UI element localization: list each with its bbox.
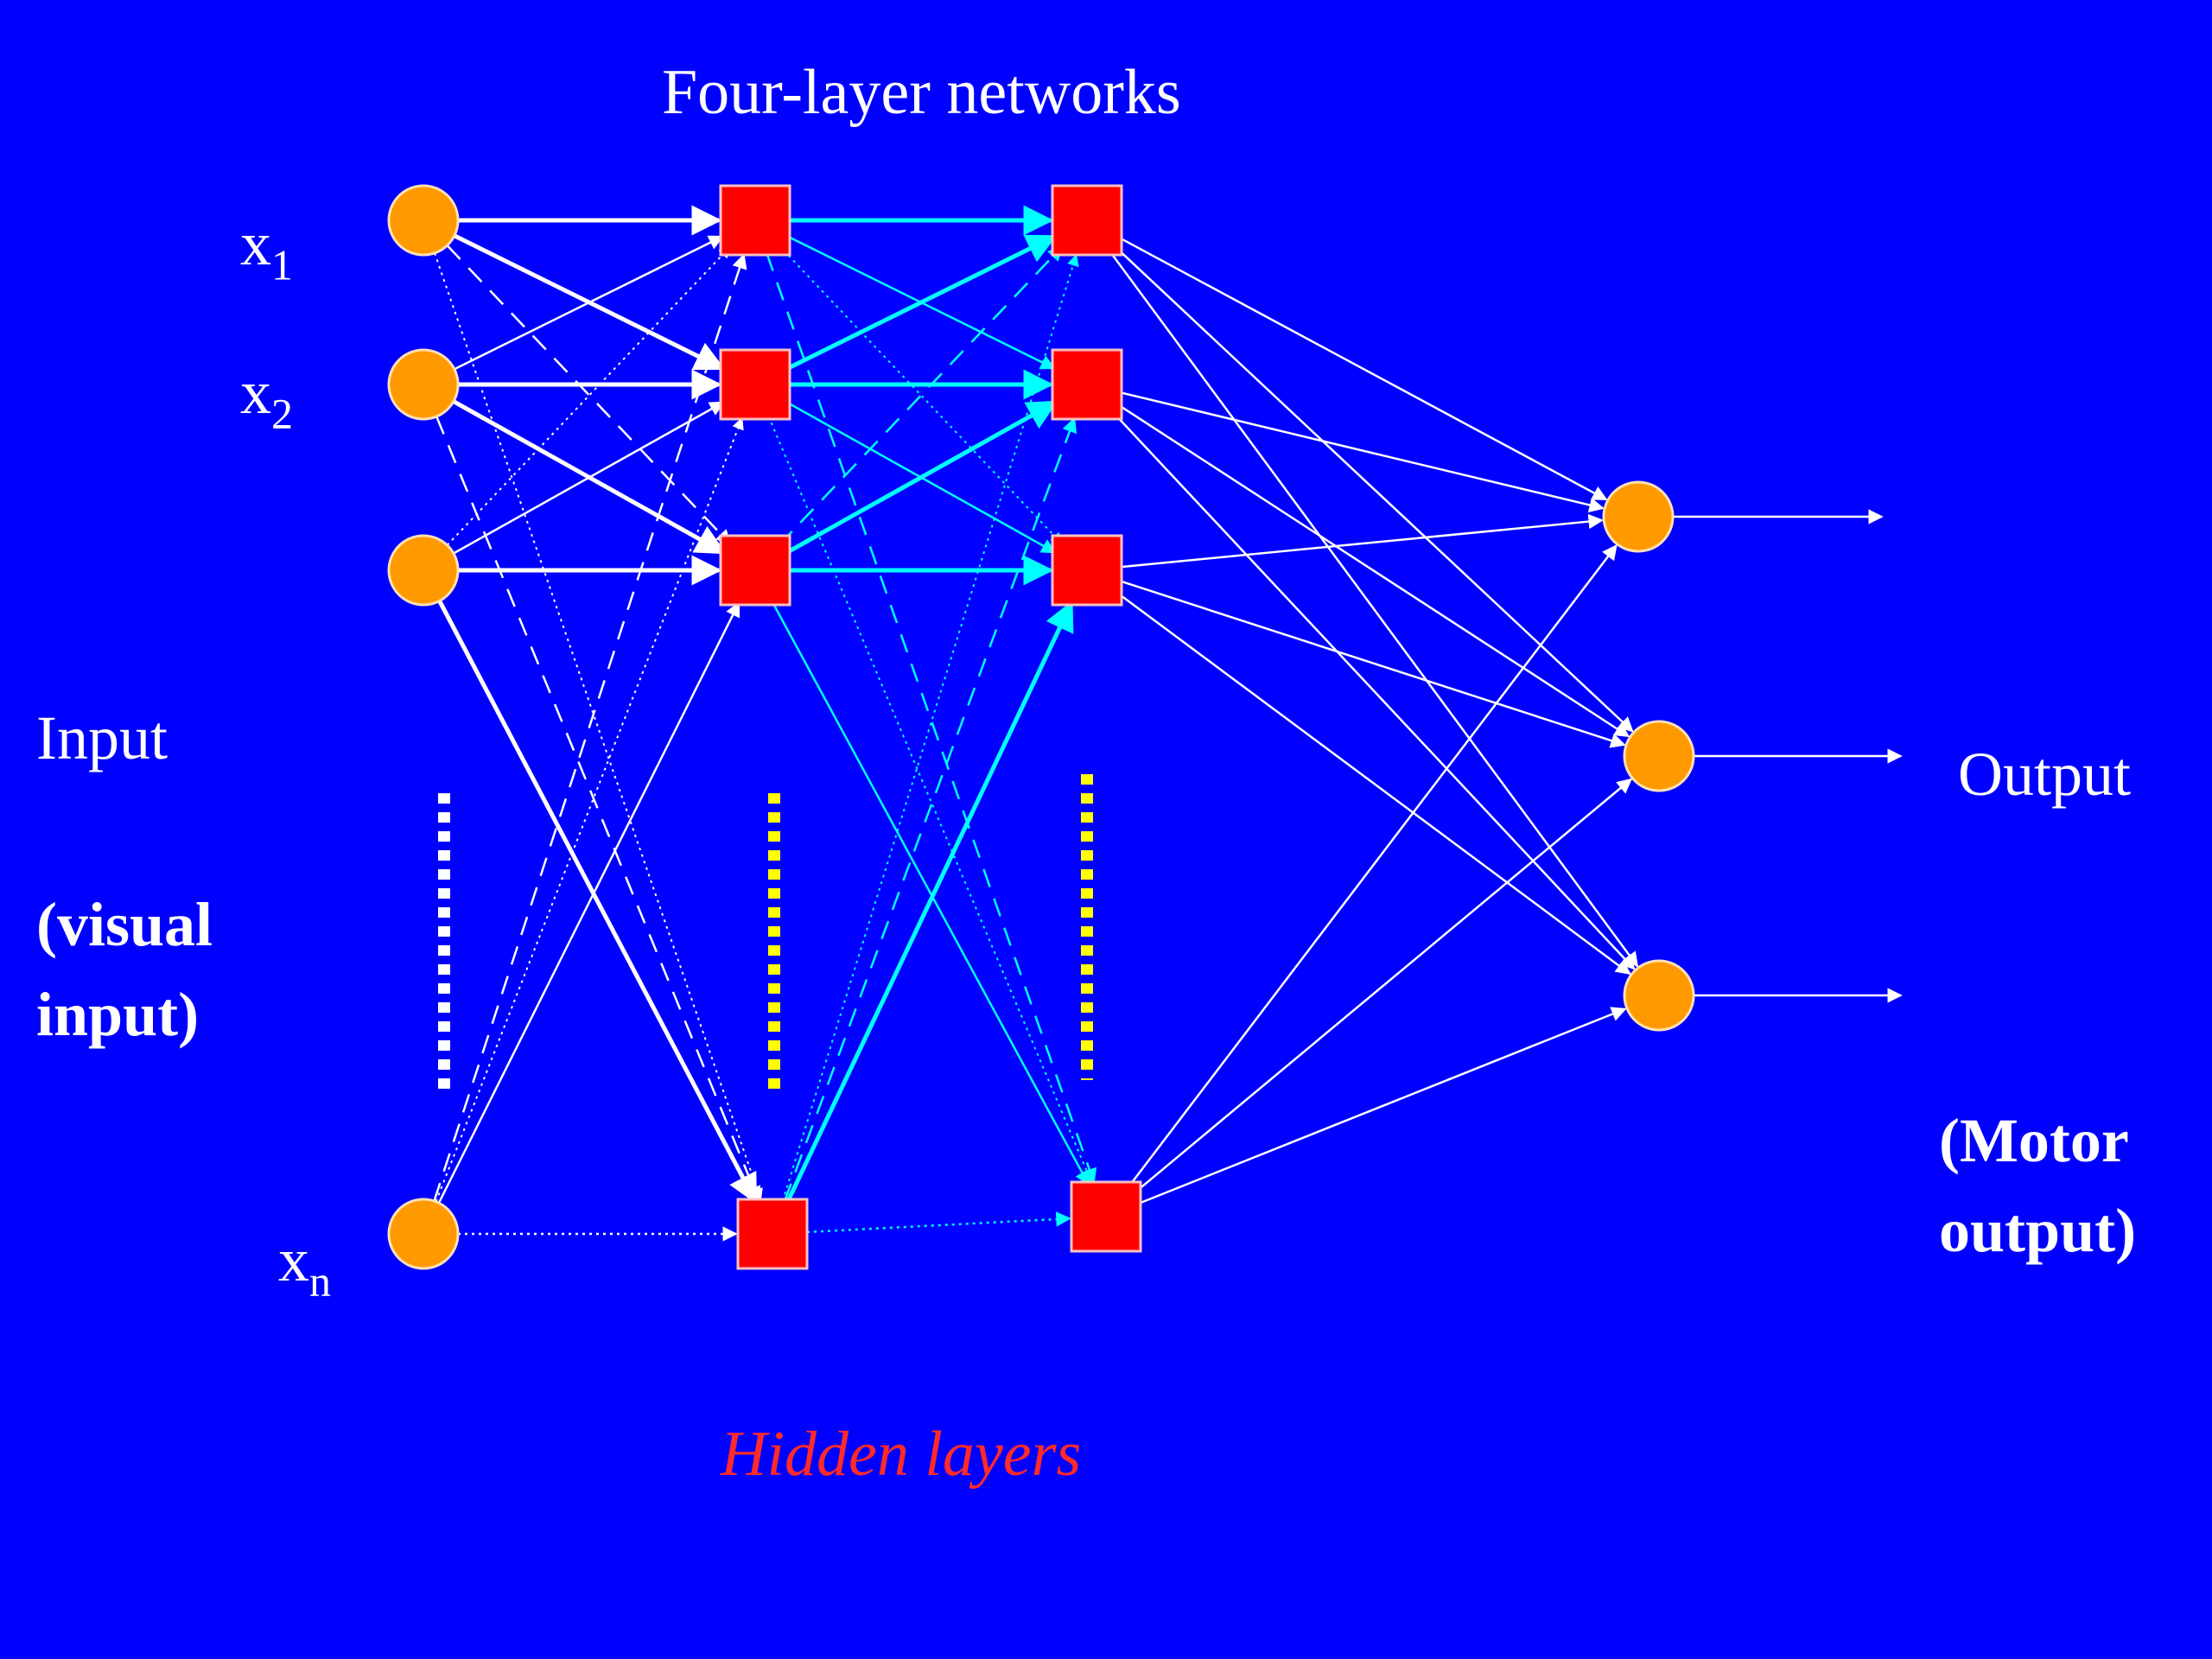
edge-input-3-hidden1-4 <box>437 600 758 1205</box>
edges-hidden2-to-output <box>1106 235 1639 1205</box>
edge-hidden2-3-output-1 <box>1121 513 1604 569</box>
edge-input-2-hidden1-1 <box>454 235 724 371</box>
hidden-layers-label: Hidden layers <box>721 1419 1082 1490</box>
edge-hidden1-2-hidden2-1 <box>785 234 1058 372</box>
input-label-x1: x1 <box>240 209 293 289</box>
edges-hidden1-to-hidden2 <box>766 205 1097 1234</box>
output-node-3 <box>1623 959 1695 1032</box>
hidden2-node-1 <box>1051 184 1123 257</box>
edges-input-to-hidden1 <box>433 205 763 1242</box>
hidden1-node-3 <box>719 534 791 607</box>
edge-hidden2-4-output-3 <box>1137 1007 1627 1205</box>
edge-input-1-hidden1-3 <box>446 245 732 545</box>
edge-hidden2-2-output-3 <box>1109 409 1636 970</box>
edge-hidden2-2-output-1 <box>1120 391 1605 513</box>
input-node-1 <box>387 184 460 257</box>
edge-hidden2-4-output-1 <box>1126 544 1618 1190</box>
output-node-2 <box>1623 720 1695 792</box>
input-node-3 <box>387 534 460 607</box>
input-node-4 <box>387 1198 460 1270</box>
input-label-x2: x2 <box>240 358 293 438</box>
hidden2-node-3 <box>1051 534 1123 607</box>
edge-input-4-hidden1-2 <box>435 416 744 1203</box>
output-arrows <box>1673 509 1903 1003</box>
hidden1-node-1 <box>719 184 791 257</box>
edge-hidden1-3-hidden2-2 <box>784 400 1058 556</box>
network-nodes <box>387 184 1695 1270</box>
edge-input-2-hidden1-4 <box>435 416 761 1202</box>
edge-input-4-hidden1-3 <box>437 601 741 1204</box>
edge-input-1-hidden1-4 <box>434 252 763 1201</box>
edge-hidden1-3-hidden2-1 <box>778 245 1064 546</box>
output-heading: Output <box>1958 740 2132 809</box>
edge-hidden1-3-hidden2-4 <box>770 600 1090 1186</box>
layer-ellipses <box>438 774 1093 1097</box>
hidden2-node-4 <box>1070 1180 1142 1253</box>
diagram-title: Four-layer networks <box>662 57 1181 128</box>
edge-hidden1-2-hidden2-4 <box>767 416 1094 1185</box>
edge-hidden2-3-output-3 <box>1114 589 1631 975</box>
edge-hidden1-4-hidden2-2 <box>783 416 1077 1202</box>
edge-hidden1-4-hidden2-3 <box>785 600 1074 1204</box>
hidden1-node-2 <box>719 348 791 421</box>
hidden2-node-2 <box>1051 348 1123 421</box>
edge-hidden2-2-output-2 <box>1115 402 1630 738</box>
edge-hidden2-1-output-3 <box>1106 247 1639 968</box>
input-heading: Input <box>36 703 168 772</box>
edge-hidden1-1-hidden2-4 <box>766 252 1097 1185</box>
edge-input-4-hidden1-1 <box>433 253 747 1202</box>
edge-hidden1-4-hidden2-1 <box>781 253 1079 1202</box>
edge-input-3-hidden1-2 <box>453 401 725 555</box>
edge-hidden1-4-hidden2-4 <box>806 1211 1071 1234</box>
output-node-1 <box>1602 480 1675 553</box>
edge-hidden2-3-output-2 <box>1119 580 1626 748</box>
edge-hidden2-1-output-2 <box>1111 243 1634 733</box>
input-node-2 <box>387 348 460 421</box>
input-label-xn: xn <box>278 1225 331 1306</box>
hidden1-node-4 <box>736 1198 809 1270</box>
edge-hidden2-4-output-2 <box>1131 778 1633 1196</box>
edge-hidden2-1-output-1 <box>1116 235 1608 501</box>
